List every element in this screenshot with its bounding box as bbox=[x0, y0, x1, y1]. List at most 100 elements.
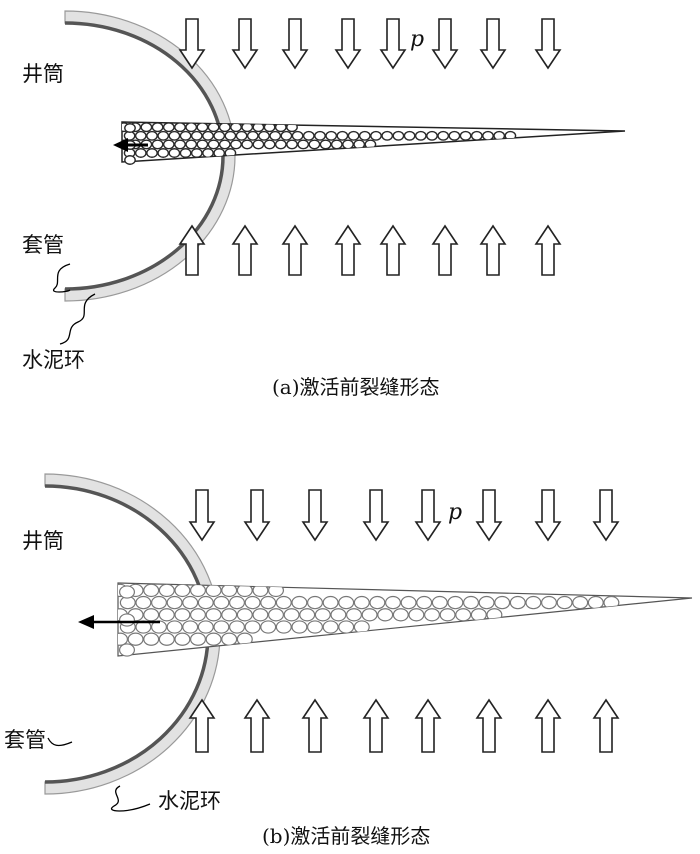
pressure-label-b: p bbox=[448, 500, 462, 525]
stress-arrow-up bbox=[243, 698, 271, 753]
caption-a: (a)激活前裂缝形态 bbox=[272, 375, 440, 399]
proppant-particle bbox=[268, 583, 285, 598]
proppant-particle bbox=[314, 608, 331, 622]
proppant-particle bbox=[135, 595, 152, 610]
proppant-particle bbox=[286, 122, 298, 133]
cement-leader-a bbox=[59, 293, 96, 345]
proppant-particle bbox=[252, 139, 265, 150]
proppant-particle bbox=[361, 608, 378, 622]
proppant-particle bbox=[291, 595, 308, 610]
proppant-particle bbox=[158, 632, 175, 646]
proppant-particle bbox=[269, 130, 282, 141]
proppant-particle bbox=[182, 595, 199, 610]
proppant-particle bbox=[213, 130, 226, 141]
proppant-particle bbox=[482, 130, 494, 141]
proppant-particle bbox=[307, 620, 324, 634]
stress-arrow-up bbox=[281, 224, 309, 276]
stress-arrow-up bbox=[178, 224, 206, 276]
proppant-particle bbox=[118, 613, 135, 627]
proppant-particle bbox=[246, 130, 259, 141]
proppant-particle bbox=[381, 130, 394, 141]
stress-arrow-up bbox=[479, 224, 507, 276]
proppant-particle bbox=[174, 632, 191, 646]
proppant-particle bbox=[197, 595, 214, 610]
proppant-particle bbox=[202, 148, 214, 158]
proppant-particle bbox=[143, 608, 160, 622]
proppant-particle bbox=[260, 620, 277, 634]
proppant-particle bbox=[400, 595, 417, 610]
stress-arrow-down bbox=[243, 489, 271, 542]
proppant-particle bbox=[230, 122, 242, 133]
stress-arrow-down bbox=[231, 18, 259, 70]
stress-arrow-up bbox=[592, 698, 620, 753]
proppant-particle bbox=[241, 139, 254, 150]
proppant-particle bbox=[308, 139, 321, 150]
proppant-particle bbox=[157, 148, 170, 158]
proppant-particle bbox=[224, 130, 237, 141]
proppant-particle bbox=[275, 595, 292, 610]
stress-arrow-down bbox=[475, 489, 503, 542]
proppant-particle bbox=[455, 608, 472, 622]
proppant-particle bbox=[168, 130, 181, 141]
proppant-particle bbox=[158, 583, 175, 598]
proppant-particle bbox=[168, 148, 181, 158]
proppant-particle bbox=[190, 148, 203, 158]
proppant-particle bbox=[218, 122, 231, 133]
proppant-particle bbox=[556, 595, 573, 610]
proppant-particle bbox=[283, 608, 300, 622]
proppant-particle bbox=[322, 620, 339, 634]
proppant-particle bbox=[196, 122, 209, 133]
stress-arrow-up bbox=[431, 224, 459, 276]
proppant-particle bbox=[205, 583, 222, 598]
proppant-particle bbox=[347, 130, 360, 141]
proppant-particle bbox=[134, 148, 147, 158]
wellbore-label-a: 井筒 bbox=[22, 62, 64, 86]
proppant-particle bbox=[319, 139, 332, 150]
proppant-particle bbox=[416, 595, 433, 610]
proppant-particle bbox=[587, 595, 604, 610]
proppant-particle bbox=[330, 139, 343, 150]
proppant-particle bbox=[342, 139, 354, 150]
stress-arrow-down bbox=[534, 489, 562, 542]
proppant-particle bbox=[280, 130, 293, 141]
casing-leader-b bbox=[47, 737, 73, 747]
proppant-particle bbox=[291, 130, 304, 141]
proppant-particle bbox=[463, 595, 480, 610]
caption-b: (b)激活前裂缝形态 bbox=[262, 824, 430, 848]
fracture-b bbox=[78, 582, 693, 657]
proppant-particle bbox=[162, 139, 175, 150]
proppant-particle bbox=[196, 139, 209, 150]
stress-arrow-up bbox=[362, 698, 390, 753]
panel-b: p 井筒 套管 水泥环 (b)激活前裂缝形态 bbox=[4, 473, 693, 848]
proppant-particle bbox=[229, 595, 246, 610]
proppant-particle bbox=[459, 130, 472, 141]
proppant-particle bbox=[190, 608, 207, 622]
wellbore-label-b: 井筒 bbox=[22, 529, 64, 553]
proppant-particle bbox=[431, 595, 448, 610]
proppant-particle bbox=[221, 608, 238, 622]
proppant-particle bbox=[143, 632, 160, 646]
proppant-particle bbox=[252, 608, 269, 622]
proppant-particle bbox=[174, 139, 186, 150]
proppant-particle bbox=[124, 123, 136, 133]
proppant-particle bbox=[377, 608, 394, 622]
stress-arrow-down bbox=[301, 489, 329, 542]
casing-label-a: 套管 bbox=[22, 233, 64, 257]
proppant-particle bbox=[229, 620, 246, 634]
proppant-particle bbox=[166, 620, 183, 634]
proppant-particle bbox=[439, 608, 456, 622]
proppant-particle bbox=[392, 608, 409, 622]
proppant-particle bbox=[346, 608, 363, 622]
proppant-particle bbox=[291, 620, 308, 634]
proppant-particle bbox=[124, 155, 136, 165]
proppant-particle bbox=[166, 595, 183, 610]
proppant-particle bbox=[322, 595, 339, 610]
proppant-particle bbox=[174, 122, 186, 133]
proppant-particle bbox=[146, 148, 158, 158]
proppant-particle bbox=[297, 139, 310, 150]
proppant-particle bbox=[221, 583, 238, 598]
proppant-particle bbox=[134, 130, 147, 141]
proppant-particle bbox=[260, 595, 277, 610]
proppant-particle bbox=[314, 130, 326, 141]
proppant-particle bbox=[127, 632, 144, 646]
